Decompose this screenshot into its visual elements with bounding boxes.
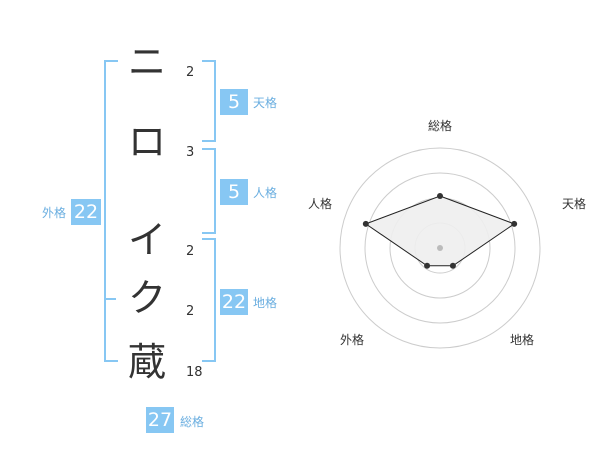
name-char-3: イ xyxy=(128,218,167,262)
radar-point-1 xyxy=(437,193,443,199)
soukaku-label: 総格 xyxy=(180,415,205,429)
tenkaku-bracket xyxy=(202,60,216,142)
jinkaku-bracket xyxy=(202,148,216,234)
gaikaku-bracket-split xyxy=(104,298,116,300)
chikaku-bracket xyxy=(202,238,216,362)
name-char-2: ロ xyxy=(128,120,167,164)
stroke-count-1: 2 xyxy=(186,65,195,80)
gaikaku-label: 外格 xyxy=(42,206,67,220)
chikaku-label: 地格 xyxy=(253,296,278,310)
tenkaku-label: 天格 xyxy=(253,96,278,110)
radar-point-3 xyxy=(449,262,456,269)
radar-grid-ring xyxy=(364,172,516,324)
radar-point-5 xyxy=(362,220,369,227)
jinkaku-label: 人格 xyxy=(253,186,278,200)
radar-axis-label-2: 天格 xyxy=(562,196,586,211)
radar-grid-ring xyxy=(339,147,541,349)
stroke-count-2: 3 xyxy=(186,145,195,160)
jinkaku-badge: 5 xyxy=(220,179,248,205)
radar-point-4 xyxy=(424,262,431,269)
radar-point-2 xyxy=(511,220,518,227)
radar-series-area xyxy=(364,195,516,267)
soukaku-badge: 27 xyxy=(146,407,174,433)
name-char-5: 蔵 xyxy=(128,340,167,384)
name-char-1: ニ xyxy=(128,40,167,84)
tenkaku-badge: 5 xyxy=(220,89,248,115)
stroke-count-4: 2 xyxy=(186,304,195,319)
radar-center-dot xyxy=(437,245,443,251)
stroke-count-3: 2 xyxy=(186,244,195,259)
name-char-4: ク xyxy=(128,276,167,320)
radar-axis-label-3: 地格 xyxy=(510,332,534,347)
stroke-count-5: 18 xyxy=(186,365,203,380)
radar-axis-label-4: 外格 xyxy=(340,332,364,347)
gaikaku-badge: 22 xyxy=(71,199,101,225)
radar-axis-label-5: 人格 xyxy=(308,196,332,211)
gaikaku-bracket xyxy=(104,60,118,362)
radar-axis-label-1: 総格 xyxy=(428,118,452,133)
chikaku-badge: 22 xyxy=(220,289,248,315)
